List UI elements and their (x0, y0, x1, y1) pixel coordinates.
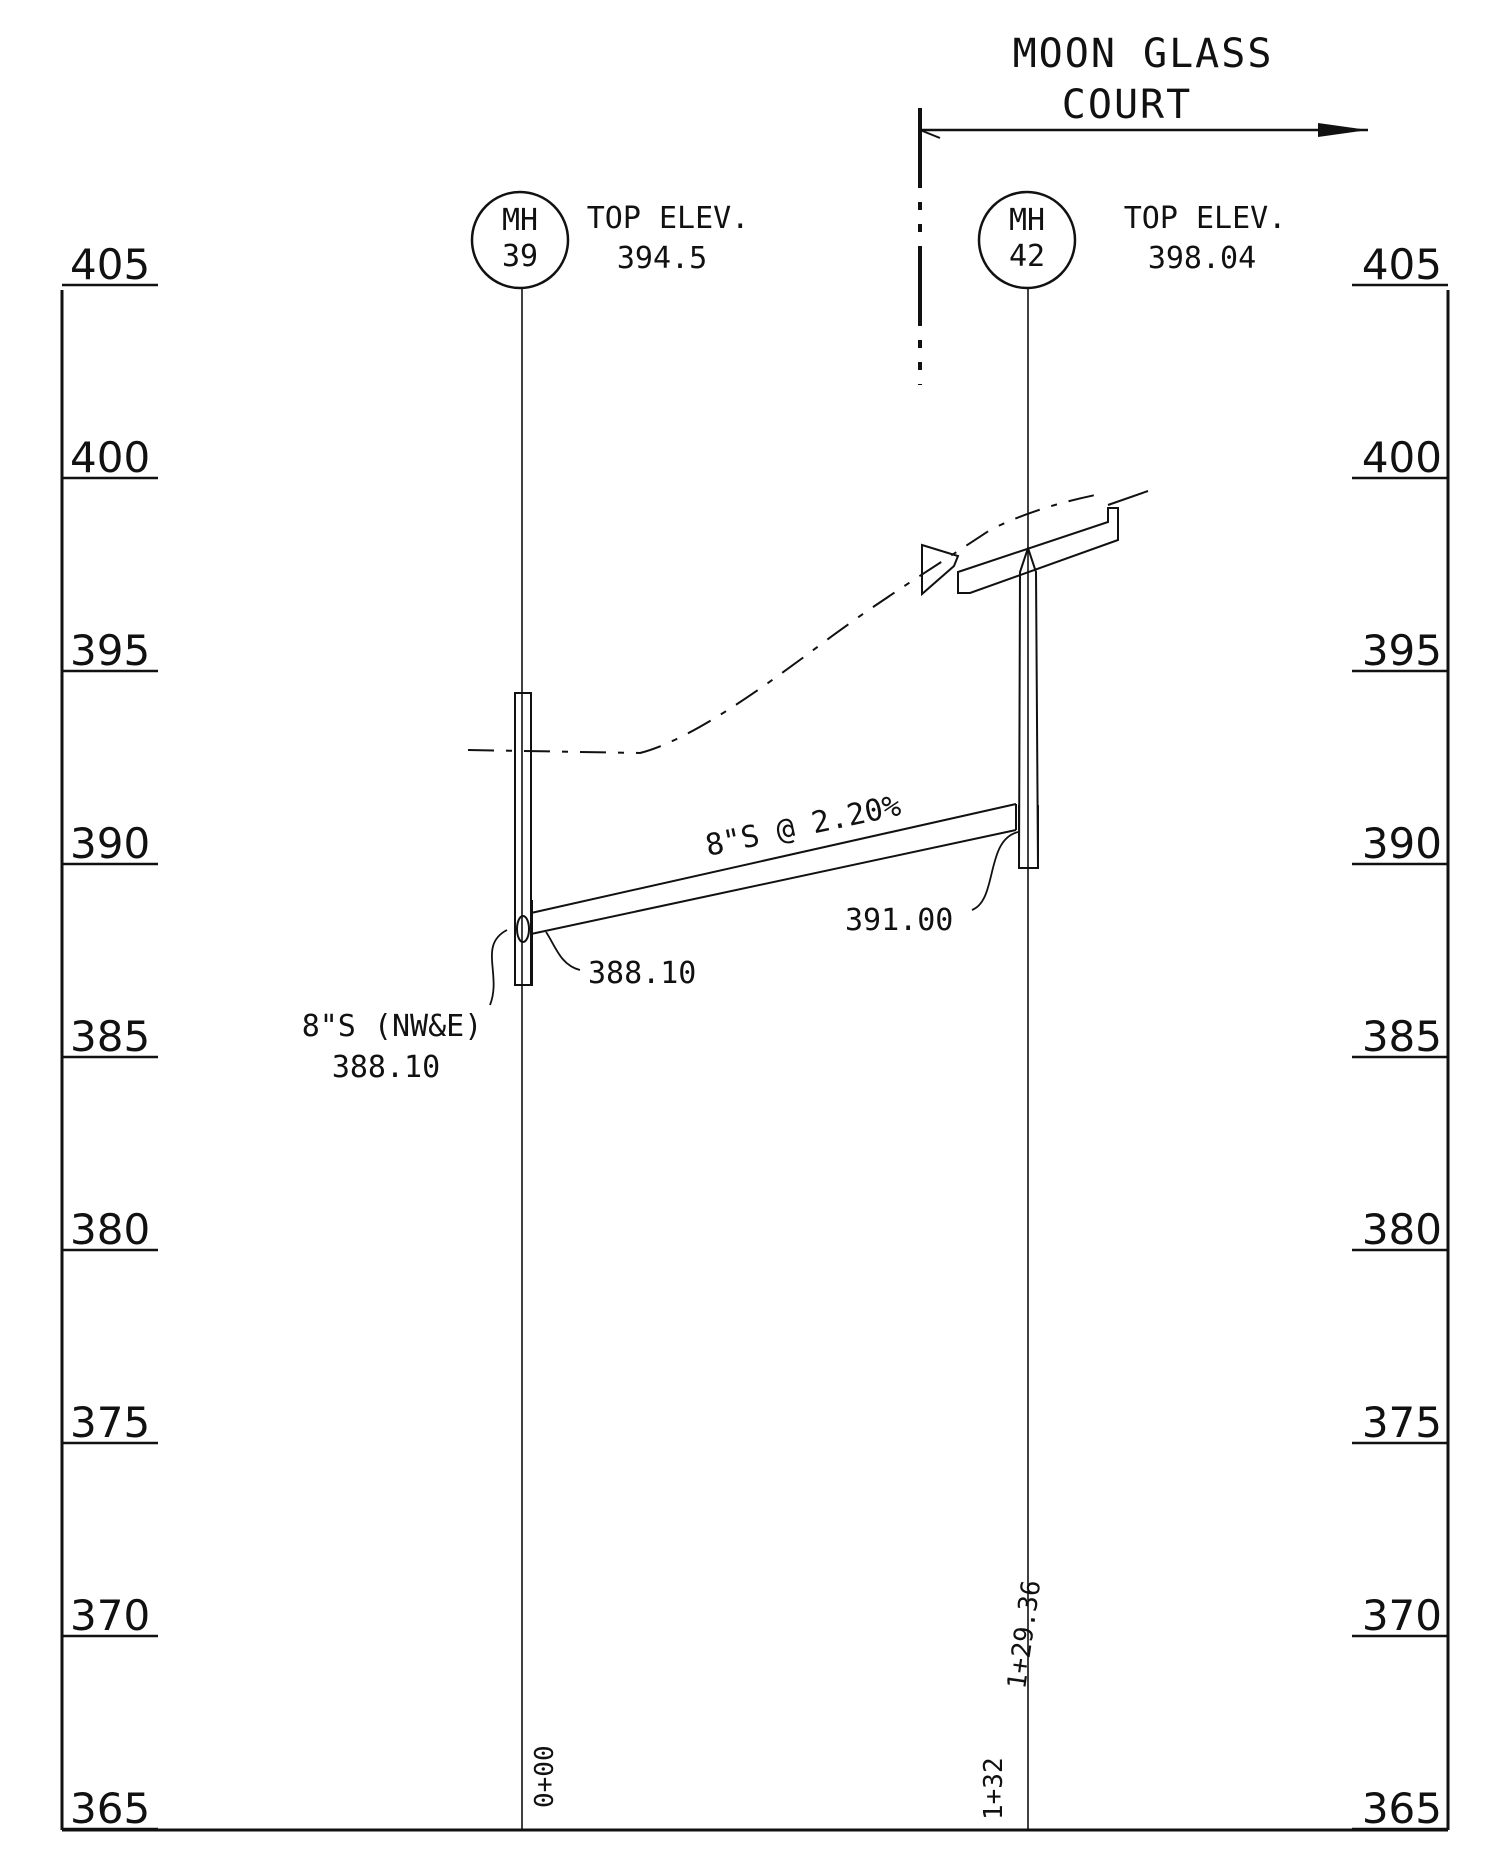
street-boundary-tick (919, 129, 941, 139)
right-elevation-scale: 405 400 395 390 385 380 375 370 365 (1352, 240, 1448, 1833)
manhole-39-structure (514, 692, 532, 985)
manhole-39-top-elev-value: 394.5 (617, 241, 707, 276)
manhole-39-station: 0+00 (530, 1745, 560, 1808)
manhole-39-top-elev-label: TOP ELEV. (587, 201, 750, 236)
downstream-invert-label: 391.00 (845, 903, 953, 938)
manhole-39-symbol (470, 190, 570, 290)
existing-ground-profile (467, 490, 1149, 755)
upstream-invert-label: 388.10 (588, 956, 696, 991)
existing-pipe-opening (516, 915, 530, 943)
left-scale-label-375: 375 (70, 1398, 150, 1447)
left-scale-label-405: 405 (70, 240, 150, 289)
manhole-42-number: 42 (1009, 239, 1045, 274)
manhole-39-number: 39 (502, 239, 538, 274)
pipe-crown (530, 803, 1017, 914)
manhole-42-station: 1+32 (979, 1757, 1009, 1820)
manhole-42-top-elev-label: TOP ELEV. (1124, 201, 1287, 236)
manhole-39: MH 39 TOP ELEV. 394.5 0+00 (470, 190, 750, 1830)
road-surface-edge (1107, 490, 1149, 506)
right-scale-label-405: 405 (1362, 240, 1442, 289)
left-scale-label-365: 365 (70, 1784, 150, 1833)
left-scale-label-390: 390 (70, 819, 150, 868)
right-scale-label-385: 385 (1362, 1012, 1442, 1061)
right-scale-label-400: 400 (1362, 433, 1442, 482)
right-scale-label-390: 390 (1362, 819, 1442, 868)
existing-pipe-label: 8"S (NW&E) (302, 1009, 483, 1044)
right-scale-label-375: 375 (1362, 1398, 1442, 1447)
right-scale-label-370: 370 (1362, 1591, 1442, 1640)
left-scale-label-370: 370 (70, 1591, 150, 1640)
existing-pipe-invert: 388.10 (332, 1050, 440, 1085)
right-scale-label-365: 365 (1362, 1784, 1442, 1833)
ground-line (467, 492, 1106, 755)
downstream-invert-leader (971, 831, 1019, 911)
pipe-invert (530, 829, 1017, 935)
existing-pipe-leader (489, 929, 508, 1006)
street-extent-arrowhead (1318, 123, 1368, 137)
manhole-42: MH 42 TOP ELEV. 398.04 1+32 1+29.36 (977, 190, 1287, 1830)
right-scale-label-380: 380 (1362, 1205, 1442, 1254)
street-header: MOON GLASS COURT (918, 31, 1368, 385)
left-scale-label-400: 400 (70, 433, 150, 482)
left-scale-label-395: 395 (70, 626, 150, 675)
right-scale-label-395: 395 (1362, 626, 1442, 675)
manhole-42-station-note: 1+29.36 (1002, 1578, 1047, 1691)
manhole-42-top-elev-value: 398.04 (1148, 241, 1256, 276)
manhole-39-base (514, 900, 533, 986)
road-pavement-section (957, 507, 1119, 594)
manhole-42-symbol (977, 190, 1077, 290)
manhole-39-label: MH (502, 203, 538, 238)
manhole-42-label: MH (1009, 203, 1045, 238)
street-name-line1: MOON GLASS (1013, 31, 1274, 77)
proposed-pipe: 8"S @ 2.20% 388.10 391.00 (530, 788, 1019, 991)
manhole-42-base (1018, 805, 1039, 869)
street-name-line2: COURT (1062, 82, 1192, 128)
profile-frame (60, 290, 1450, 1832)
upstream-invert-leader (545, 931, 581, 971)
existing-pipe-callout: 8"S (NW&E) 388.10 (302, 929, 508, 1085)
left-scale-label-385: 385 (70, 1012, 150, 1061)
left-scale-label-380: 380 (70, 1205, 150, 1254)
left-elevation-scale: 405 400 395 390 385 380 375 370 365 (62, 240, 158, 1833)
curb-section (921, 543, 960, 597)
